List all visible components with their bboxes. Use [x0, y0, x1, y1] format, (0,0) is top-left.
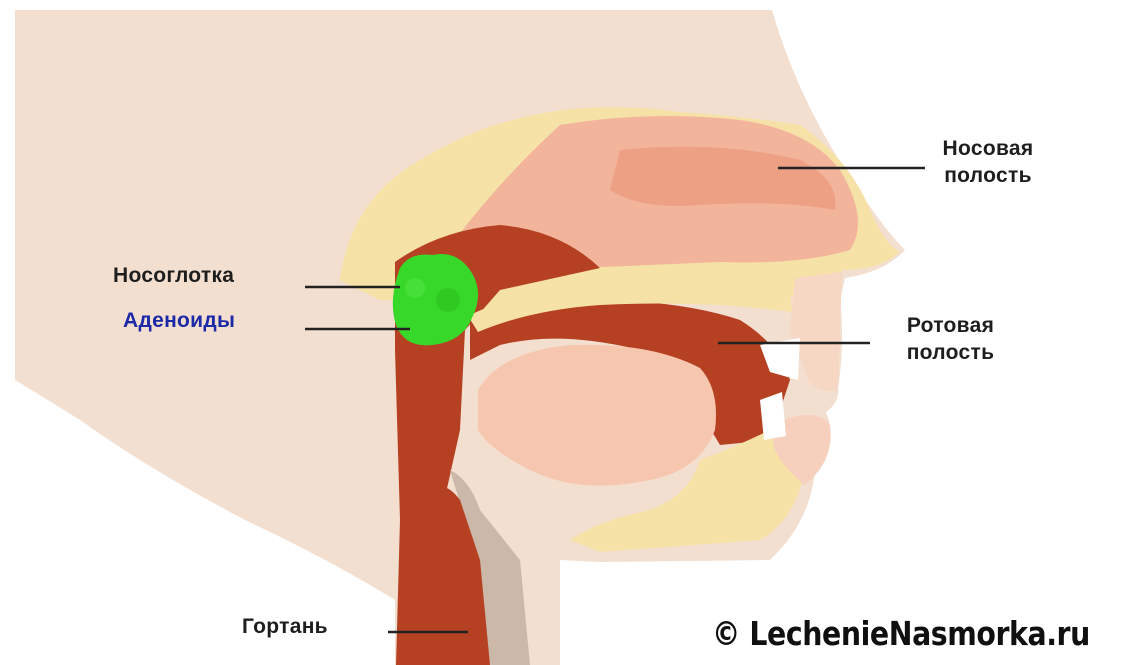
adenoid-bump	[436, 288, 460, 312]
label-adenoids: Аденоиды	[123, 307, 235, 334]
watermark-text: © LechenieNasmorka.ru	[712, 614, 1090, 653]
label-nasal-cavity: Носовая полость	[928, 135, 1048, 189]
lower-teeth	[760, 392, 786, 440]
label-larynx: Гортань	[242, 613, 328, 640]
label-oral-cavity: Ротовая полость	[878, 312, 1023, 366]
label-nasopharynx: Носоглотка	[113, 262, 234, 289]
adenoid-bump	[405, 278, 425, 298]
